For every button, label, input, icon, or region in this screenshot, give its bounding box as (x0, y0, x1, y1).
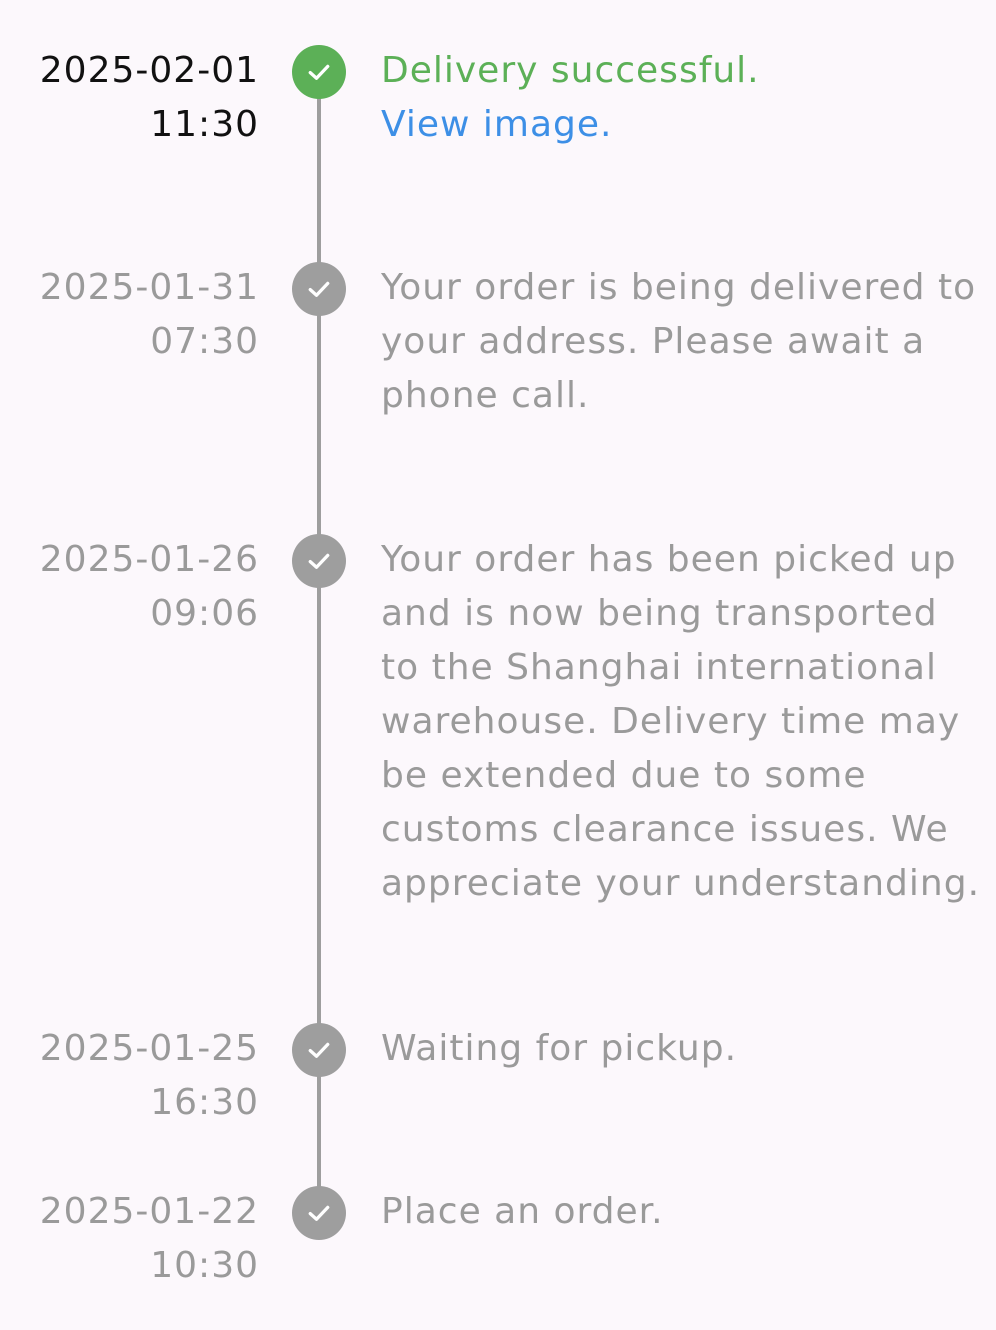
check-icon (308, 64, 330, 80)
timestamp-time: 10:30 (150, 1245, 259, 1286)
timestamp: 2025-01-26 09:06 (0, 533, 259, 641)
delivery-status-text: Delivery successful. (381, 50, 760, 91)
check-icon (308, 1042, 330, 1058)
check-icon (308, 1205, 330, 1221)
timeline-connector (317, 72, 321, 1213)
check-icon (308, 281, 330, 297)
status-dot (292, 262, 346, 316)
timestamp: 2025-01-25 16:30 (0, 1022, 259, 1130)
timestamp-time: 16:30 (150, 1082, 259, 1123)
status-dot (292, 534, 346, 588)
status-dot (292, 45, 346, 99)
timestamp-date: 2025-02-01 (39, 50, 259, 91)
event-description: Your order is being delivered to your ad… (381, 267, 977, 416)
check-icon (308, 553, 330, 569)
timestamp-date: 2025-01-26 (39, 539, 259, 580)
status-dot (292, 1023, 346, 1077)
event-description: Waiting for pickup. (381, 1028, 738, 1069)
event-description: Your order has been picked up and is now… (381, 539, 981, 904)
timestamp: 2025-01-22 10:30 (0, 1185, 259, 1293)
status-dot (292, 1186, 346, 1240)
timestamp-time: 09:06 (150, 593, 259, 634)
timestamp-date: 2025-01-31 (39, 267, 259, 308)
timestamp-time: 11:30 (150, 104, 259, 145)
timestamp: 2025-01-31 07:30 (0, 261, 259, 369)
timestamp-date: 2025-01-25 (39, 1028, 259, 1069)
timestamp-time: 07:30 (150, 321, 259, 362)
event-description: Delivery successful. View image. (381, 44, 981, 152)
view-image-link[interactable]: View image. (381, 104, 613, 145)
event-description: Place an order. (381, 1191, 664, 1232)
timestamp: 2025-02-01 11:30 (0, 44, 259, 152)
timestamp-date: 2025-01-22 (39, 1191, 259, 1232)
